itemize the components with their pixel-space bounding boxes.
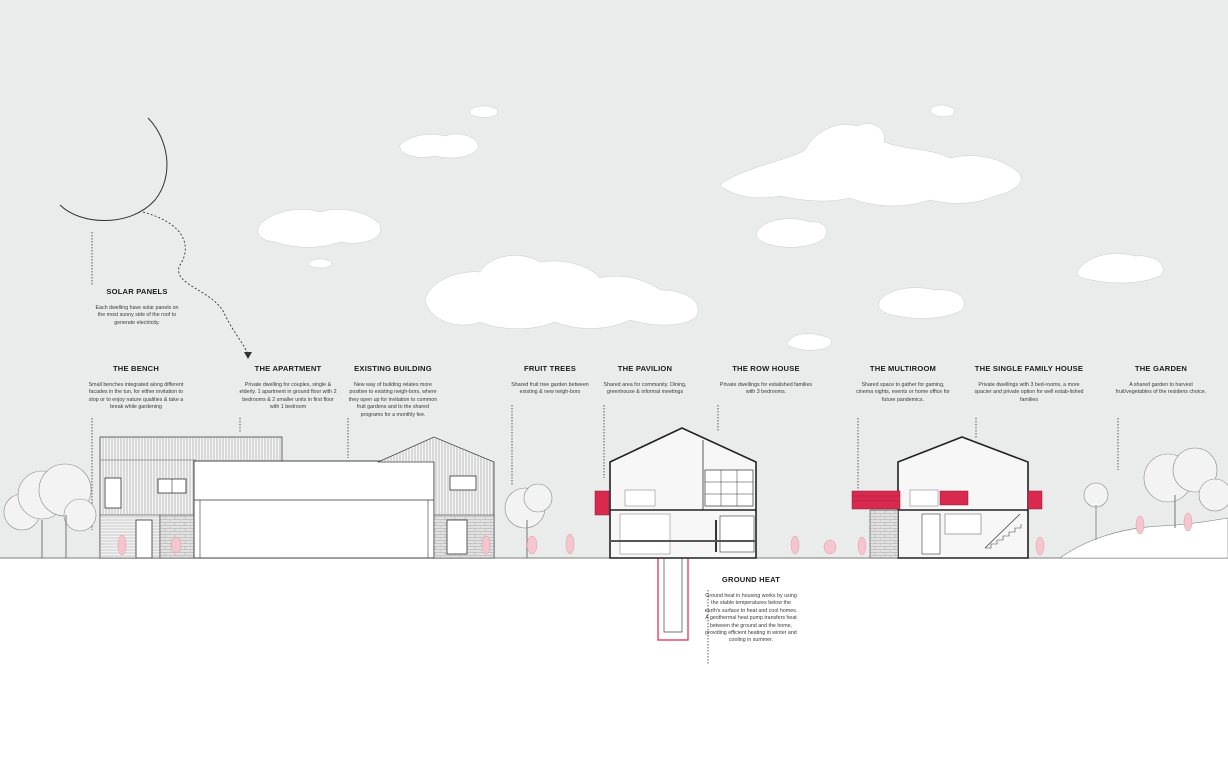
- the-row-house-desc: Private dwellings for estalished familie…: [719, 382, 813, 396]
- the-garden-title: THE GARDEN: [1134, 364, 1188, 373]
- the-row-house-title: THE ROW HOUSE: [732, 364, 800, 373]
- label-the-garden: THE GARDEN A shared garden to harvest fr…: [1114, 364, 1208, 397]
- ground-heat-desc: Ground heat in housing works by using th…: [704, 593, 798, 644]
- the-garden-desc: A shared garden to harvest fruit/vegetab…: [1115, 382, 1207, 396]
- the-single-family-house-title: THE SINGLE FAMILY HOUSE: [974, 364, 1084, 373]
- label-the-row-house: THE ROW HOUSE Private dwellings for esta…: [716, 364, 816, 397]
- existing-building: [377, 436, 495, 559]
- label-solar-panels: SOLAR PANELS Each dwelling have solar pa…: [92, 287, 182, 327]
- solar-panels-desc: Each dwelling have solar panels on the m…: [95, 305, 179, 326]
- ground-heat-pipe: [663, 558, 683, 633]
- ground-heat-loop: [657, 558, 689, 641]
- label-the-bench: THE BENCH Small benches integrated along…: [88, 364, 184, 412]
- ground-heat-title: GROUND HEAT: [721, 575, 781, 584]
- fruit-trees-desc: Shared fruit tree garden between existin…: [511, 382, 589, 396]
- label-ground-heat: GROUND HEAT Ground heat in housing works…: [704, 575, 798, 645]
- bench-block: [193, 460, 435, 559]
- clouds: [257, 104, 1164, 351]
- label-the-multiroom: THE MULTIROOM Shared space to gather for…: [856, 364, 950, 404]
- sun-arc: [59, 117, 168, 221]
- label-the-single-family-house: THE SINGLE FAMILY HOUSE Private dwelling…: [974, 364, 1084, 404]
- the-multiroom-title: THE MULTIROOM: [869, 364, 937, 373]
- the-bench-title: THE BENCH: [112, 364, 160, 373]
- label-fruit-trees: FRUIT TREES Shared fruit tree garden bet…: [510, 364, 590, 397]
- existing-building-title: EXISTING BUILDING: [354, 364, 432, 373]
- the-apartment-title: THE APARTMENT: [254, 364, 322, 373]
- label-the-pavilion: THE PAVILION Shared area for community. …: [602, 364, 688, 397]
- sun-arrowhead: [244, 352, 252, 359]
- the-pavilion-desc: Shared area for community. Dining, green…: [603, 382, 687, 396]
- solar-panels-title: SOLAR PANELS: [106, 287, 168, 296]
- trees: [3, 447, 1228, 558]
- people: [117, 512, 1193, 556]
- the-apartment-desc: Private dwelling for couples, single & e…: [239, 382, 337, 411]
- the-multiroom-desc: Shared space to gather for gaming, cinem…: [856, 382, 950, 403]
- label-existing-building: EXISTING BUILDING New way of building re…: [346, 364, 440, 419]
- the-bench-desc: Small benches integrated along different…: [88, 382, 184, 411]
- existing-building-desc: New way of building relates more positiv…: [348, 382, 438, 418]
- the-pavilion-title: THE PAVILION: [617, 364, 673, 373]
- pavilion-section: [594, 427, 757, 559]
- label-the-apartment: THE APARTMENT Private dwelling for coupl…: [238, 364, 338, 412]
- the-single-family-house-desc: Private dwellings with 3 bed-rooms, a mo…: [974, 382, 1084, 403]
- sun-path: [142, 211, 249, 356]
- fruit-trees-title: FRUIT TREES: [524, 364, 576, 373]
- single-family-section: [851, 436, 1043, 559]
- ground: [0, 558, 1228, 780]
